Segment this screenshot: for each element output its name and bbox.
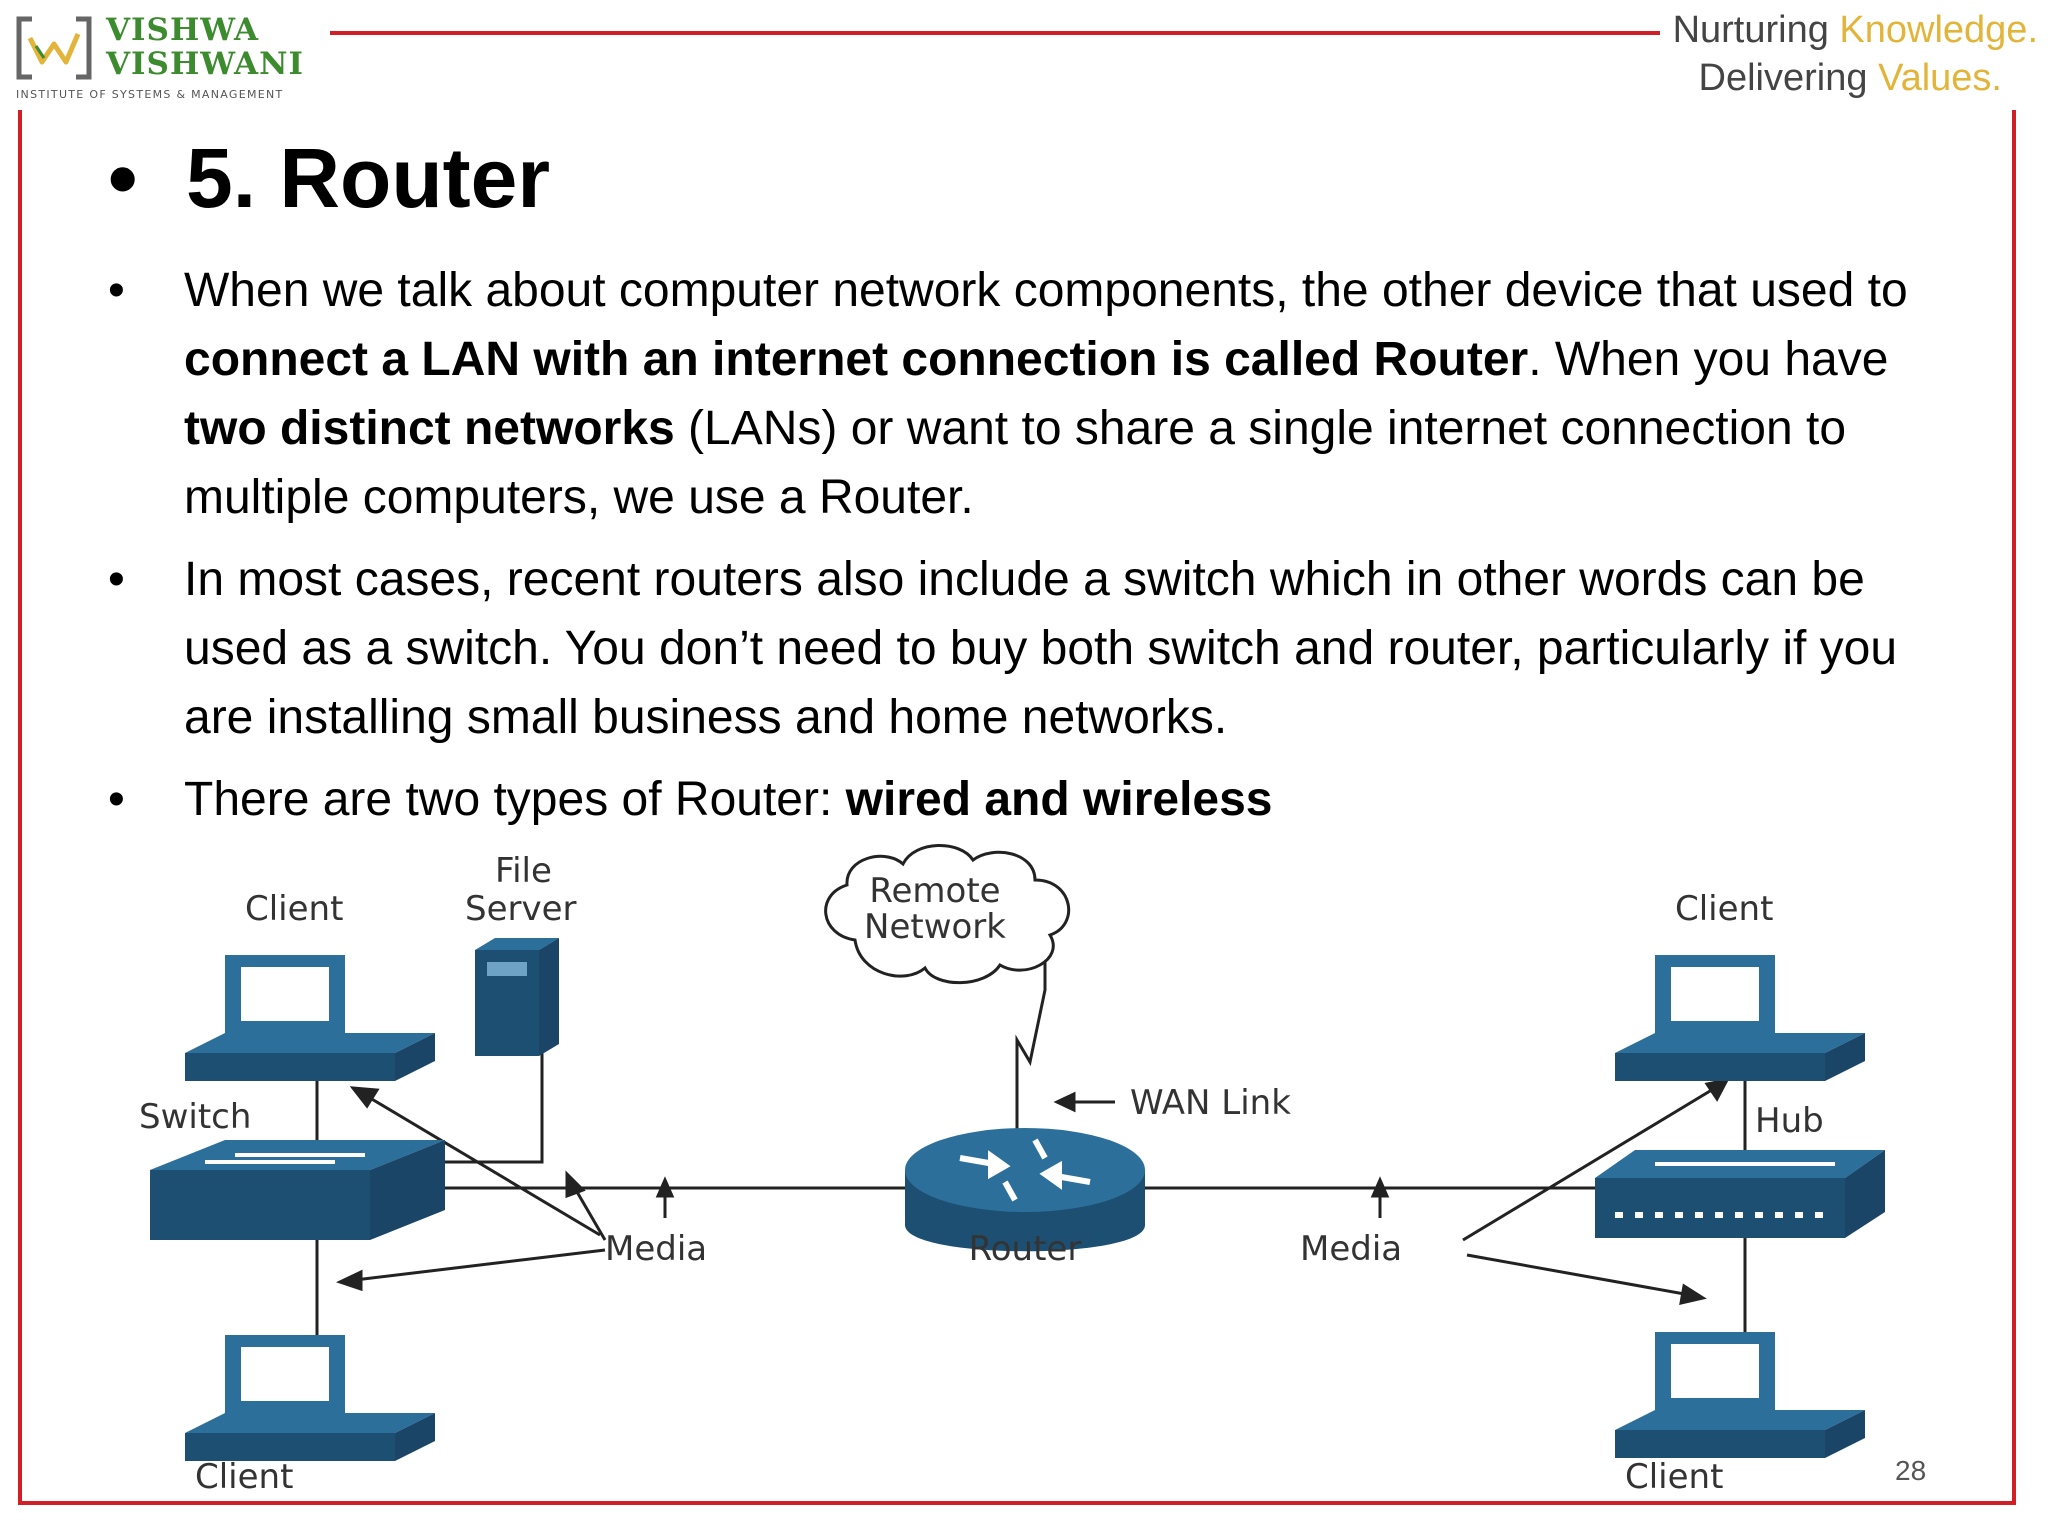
label-remote-2: Network	[864, 907, 1006, 947]
tagline-line1: Nurturing Knowledge.	[1672, 9, 2038, 51]
label-hub: Hub	[1755, 1101, 1824, 1141]
logo-subtitle: INSTITUTE OF SYSTEMS & MANAGEMENT	[16, 88, 284, 101]
tagline-line2: Delivering Values.	[1698, 57, 2002, 99]
institute-logo: VISHWA VISHWANI INSTITUTE OF SYSTEMS & M…	[14, 12, 334, 101]
router-network-diagram: Client File Server Remote Network Client…	[139, 844, 1885, 1497]
label-remote-1: Remote	[869, 871, 1000, 911]
bullet-text: When we talk about computer network comp…	[184, 264, 1908, 317]
tagline: Nurturing Knowledge. Delivering Values.	[1673, 6, 2038, 102]
label-media-left: Media	[605, 1229, 707, 1269]
logo-name-line1: VISHWA	[106, 12, 260, 48]
bullet-dot: •	[108, 553, 125, 606]
logo-emblem-icon	[16, 16, 92, 80]
label-switch: Switch	[139, 1097, 251, 1137]
line-server-switch	[430, 1052, 544, 1164]
title-text: 5. Router	[186, 131, 551, 225]
logo-name-line2: VISHWANI	[106, 46, 304, 82]
switch-device-icon	[150, 1140, 445, 1240]
bullet-dot: •	[108, 264, 125, 317]
bullet-item: • When we talk about computer network com…	[108, 256, 1908, 532]
label-media-right: Media	[1300, 1229, 1402, 1269]
hub-device-icon	[1595, 1150, 1885, 1238]
bullet-text: There are two types of Router:	[184, 773, 846, 826]
bullet-text: (LANs) or want to share a single interne…	[184, 402, 1847, 524]
label-router: Router	[969, 1229, 1082, 1269]
client-bottom-left-icon	[185, 1335, 435, 1461]
bullet-bold-text: two distinct networks	[184, 402, 675, 455]
label-client-top-left: Client	[245, 889, 343, 929]
file-server-icon	[475, 938, 559, 1056]
slide-frame	[18, 110, 2016, 1505]
client-bottom-right-icon	[1615, 1332, 1865, 1458]
bullet-bold-text: wired and wireless	[845, 773, 1273, 826]
bullet-list: • When we talk about computer network com…	[108, 256, 1908, 847]
slide-title: • 5. Router	[108, 128, 550, 228]
client-top-right-icon	[1615, 955, 1865, 1081]
label-client-bottom-left: Client	[195, 1457, 293, 1497]
title-bullet: •	[108, 131, 138, 225]
label-client-bottom-right: Client	[1625, 1457, 1723, 1497]
router-device-icon	[905, 1128, 1145, 1252]
remote-network-cloud-icon	[824, 844, 1071, 985]
wan-link-line	[1015, 945, 1047, 1142]
bullet-dot: •	[108, 773, 125, 826]
bullet-item: • In most cases, recent routers also incl…	[108, 545, 1908, 752]
client-top-left-icon	[185, 955, 435, 1081]
label-client-top-right: Client	[1675, 889, 1773, 929]
bullet-bold-text: connect a LAN with an internet connectio…	[184, 333, 1529, 386]
label-file-server-2: Server	[465, 889, 577, 929]
page-number: 28	[1895, 1455, 1927, 1486]
label-file-server-1: File	[495, 851, 552, 891]
bullet-text: . When you have	[1528, 333, 1889, 386]
bullet-text: In most cases, recent routers also inclu…	[184, 553, 1898, 744]
label-wan-link: WAN Link	[1130, 1083, 1291, 1123]
header-rule	[330, 31, 1660, 35]
bullet-item: • There are two types of Router: wired an…	[108, 765, 1908, 834]
